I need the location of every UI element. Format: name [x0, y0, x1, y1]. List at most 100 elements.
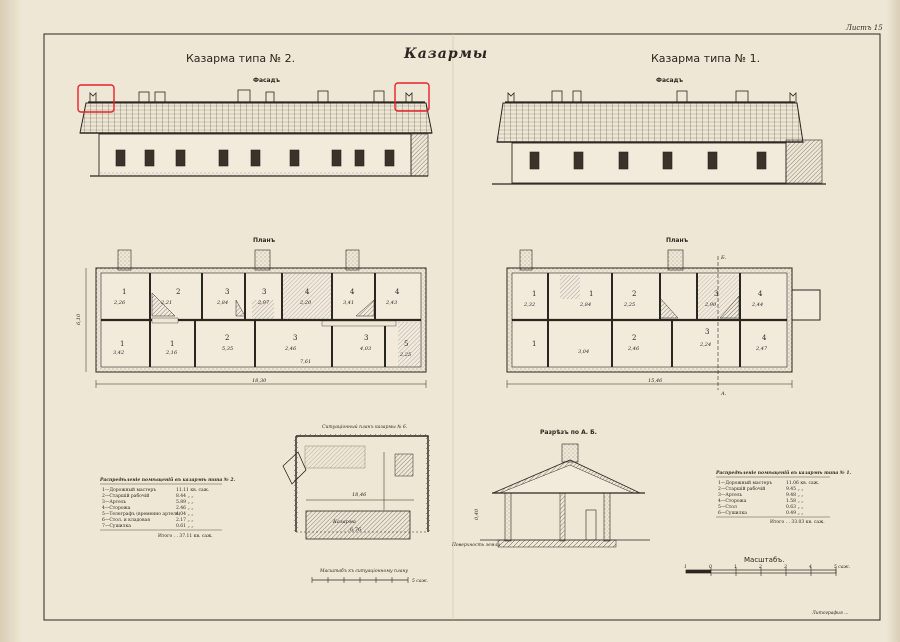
svg-text:3: 3 [225, 288, 229, 296]
svg-text:2,84: 2,84 [579, 302, 591, 308]
svg-text:2: 2 [632, 334, 636, 342]
svg-text:3: 3 [705, 328, 709, 336]
site-dim-top: 18,46 [352, 492, 367, 498]
svg-text:2: 2 [176, 288, 180, 296]
svg-text:4: 4 [762, 334, 767, 342]
main-scale-ticks: 1 0 1 2 3 4 5 саж. [684, 564, 851, 570]
svg-text:2,25: 2,25 [623, 302, 635, 308]
svg-text:4: 4 [758, 290, 763, 298]
svg-text:5 саж.: 5 саж. [834, 564, 851, 570]
svg-text:5.89 „ „: 5.89 „ „ [176, 499, 194, 505]
svg-text:3—Артель: 3—Артель [102, 499, 127, 505]
type2-room-numbers: 1 2 3 3 4 4 1 1 2 3 3 4 5 [120, 288, 408, 348]
svg-text:2,43: 2,43 [385, 300, 397, 306]
type1-facade-label: Фасадъ [656, 77, 683, 84]
type2-depth-dim: 6,10 [76, 313, 82, 325]
svg-text:2: 2 [632, 290, 636, 298]
svg-text:11.11 кв. саж.: 11.11 кв. саж. [176, 487, 210, 493]
section-title: Разрѣзъ по А. Б. [540, 429, 597, 436]
svg-text:11.06 кв. саж.: 11.06 кв. саж. [786, 480, 820, 486]
svg-text:2: 2 [225, 334, 229, 342]
svg-text:3,04: 3,04 [578, 349, 589, 355]
svg-text:3—Артель: 3—Артель [718, 492, 743, 498]
svg-text:Распредѣленіе помѣщеній въ каз: Распредѣленіе помѣщеній въ казармѣ типа … [715, 469, 851, 476]
svg-text:1.58 „ „: 1.58 „ „ [786, 498, 804, 504]
type2-facade [79, 89, 433, 177]
svg-text:2,44: 2,44 [751, 302, 763, 308]
site-building-label: Казарма [332, 519, 356, 525]
svg-text:1: 1 [170, 340, 174, 348]
svg-text:Итого . . 33.03 кв. саж.: Итого . . 33.03 кв. саж. [770, 519, 825, 525]
svg-text:0.61 „ „: 0.61 „ „ [176, 523, 194, 529]
svg-text:2.46 „ „: 2.46 „ „ [176, 505, 194, 511]
type1-room-numbers: 1 1 2 3 4 1 2 3 4 [532, 290, 767, 348]
binding-shadow-left [0, 0, 22, 642]
svg-text:6—Сушилка: 6—Сушилка [718, 510, 747, 516]
type1-plan-label: Планъ [666, 237, 689, 244]
type2-plan [85, 249, 427, 388]
svg-text:3: 3 [714, 290, 718, 298]
svg-text:2,21: 2,21 [160, 300, 172, 306]
svg-text:6—Стол. и кладовая: 6—Стол. и кладовая [102, 517, 150, 523]
svg-text:2,24: 2,24 [699, 342, 711, 348]
section-dim: 0,40 [474, 508, 480, 520]
svg-text:4.04 „ „: 4.04 „ „ [176, 511, 194, 517]
svg-text:4—Сторожа: 4—Сторожа [102, 505, 131, 511]
sheet-frame [43, 33, 881, 621]
sheet-number: Листъ 15 [845, 24, 883, 32]
svg-text:1: 1 [122, 288, 126, 296]
svg-text:1: 1 [589, 290, 593, 298]
svg-text:4—Сторожа: 4—Сторожа [718, 498, 747, 504]
svg-text:2,26: 2,26 [113, 300, 126, 306]
svg-text:3,41: 3,41 [343, 300, 354, 306]
svg-text:5—Телеграфъ (временно артель): 5—Телеграфъ (временно артель) [102, 510, 180, 517]
svg-text:2: 2 [758, 564, 762, 570]
svg-text:1—Дорожный мастеръ: 1—Дорожный мастеръ [102, 487, 156, 493]
svg-text:2,20: 2,20 [299, 300, 312, 306]
svg-text:2,46: 2,46 [627, 346, 640, 352]
binding-shadow-right [886, 0, 900, 642]
svg-text:0.49 „ „: 0.49 „ „ [786, 510, 804, 516]
type1-section-mark-a: А. [720, 391, 727, 397]
type2-facade-label: Фасадъ [253, 77, 280, 84]
main-title: Казармы [403, 46, 488, 62]
section-ground-label: Поверхность земли [451, 542, 500, 548]
printer-credit: Литография ... [811, 609, 849, 616]
svg-text:8.44 „ „: 8.44 „ „ [176, 493, 194, 499]
svg-text:Распредѣленіе помѣщеній въ каз: Распредѣленіе помѣщеній въ казармѣ типа … [99, 476, 235, 483]
svg-text:1: 1 [120, 340, 124, 348]
site-scale-caption: Масштабъ къ ситуаціонному плану [319, 567, 408, 574]
site-scale-end: 5 саж. [412, 578, 429, 584]
svg-text:2—Старшій рабочій: 2—Старшій рабочій [718, 485, 765, 492]
svg-text:3: 3 [293, 334, 297, 342]
type2-title: Казарма типа № 2. [186, 52, 295, 65]
svg-text:0.63 „ „: 0.63 „ „ [786, 504, 804, 510]
site-plan [282, 434, 430, 540]
svg-text:9.45 „ „: 9.45 „ „ [786, 486, 804, 492]
svg-text:Итого . . 37.11 кв. саж.: Итого . . 37.11 кв. саж. [158, 533, 213, 539]
type2-width-dim: 18,30 [252, 378, 267, 384]
svg-text:2.17 „ „: 2.17 „ „ [176, 517, 194, 523]
type1-section-mark-b: Б. [720, 255, 727, 261]
site-plan-title: Ситуаціонный планъ казармы № 6. [322, 424, 408, 430]
svg-text:3: 3 [784, 564, 787, 570]
svg-text:3,42: 3,42 [113, 350, 124, 356]
type1-room-areas: 2,32 2,84 2,25 2,90 2,44 3,04 2,46 2,24 … [523, 302, 768, 355]
type2-plan-label: Планъ [253, 237, 276, 244]
svg-text:3: 3 [262, 288, 266, 296]
svg-text:2,16: 2,16 [165, 350, 178, 356]
svg-text:2,47: 2,47 [755, 346, 768, 352]
svg-text:2,84: 2,84 [216, 300, 228, 306]
svg-text:1: 1 [532, 290, 536, 298]
svg-text:4,03: 4,03 [359, 346, 371, 352]
type1-facade [492, 90, 826, 185]
svg-text:1: 1 [684, 564, 687, 570]
type1-room-table: Распредѣленіе помѣщеній въ казармѣ типа … [715, 469, 851, 525]
type1-title: Казарма типа № 1. [651, 52, 760, 65]
svg-text:7,61: 7,61 [300, 359, 311, 365]
section-a-b [480, 443, 650, 548]
svg-text:0: 0 [709, 564, 712, 570]
type2-room-table: Распредѣленіе помѣщеній въ казармѣ типа … [99, 476, 235, 539]
svg-text:1: 1 [532, 340, 536, 348]
